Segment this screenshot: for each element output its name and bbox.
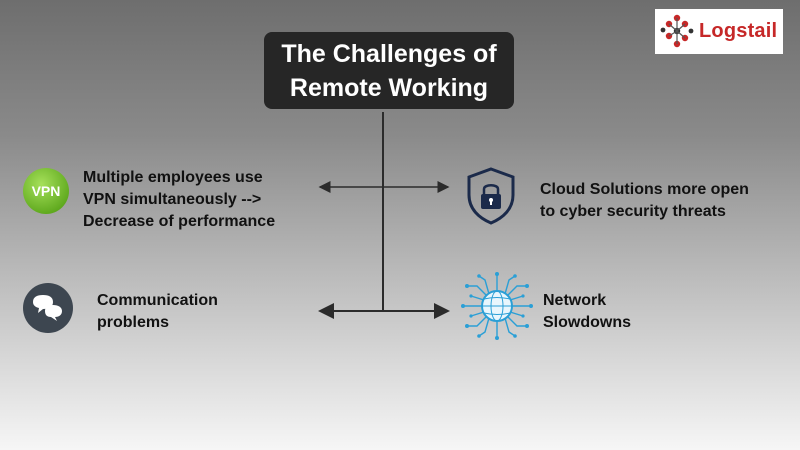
challenge-cloud-line-2: to cyber security threats [540, 203, 726, 220]
title-box: The Challenges of Remote Working [264, 32, 514, 109]
challenge-network-line-2: Slowdowns [543, 314, 631, 331]
title-line-1: The Challenges of [281, 39, 497, 68]
logstail-logo: Logstail [655, 9, 783, 54]
challenge-network-label: Network Slowdowns [543, 290, 631, 334]
challenge-communication-line-1: Communication [97, 292, 218, 309]
logo-mark-icon [660, 14, 694, 47]
vpn-icon-text: VPN [32, 183, 61, 199]
challenge-communication-line-2: problems [97, 314, 170, 331]
network-globe-icon [457, 270, 537, 342]
shield-lock-icon [465, 167, 517, 225]
logo-text: Logstail [699, 20, 778, 42]
title-line-2: Remote Working [289, 73, 489, 102]
chat-bubbles-icon [22, 282, 74, 334]
challenge-vpn-line-3: Decrease of performance [83, 213, 276, 230]
challenge-network-line-1: Network [543, 292, 607, 309]
challenge-communication-label: Communication problems [97, 290, 218, 334]
challenge-vpn-label: Multiple employees use VPN simultaneousl… [83, 167, 275, 233]
vpn-icon: VPN [22, 167, 70, 215]
challenge-vpn-line-2: VPN simultaneously --> [83, 191, 262, 208]
challenge-vpn-line-1: Multiple employees use [83, 169, 263, 186]
challenge-cloud-line-1: Cloud Solutions more open [540, 181, 749, 198]
challenge-cloud-label: Cloud Solutions more open to cyber secur… [540, 179, 749, 223]
